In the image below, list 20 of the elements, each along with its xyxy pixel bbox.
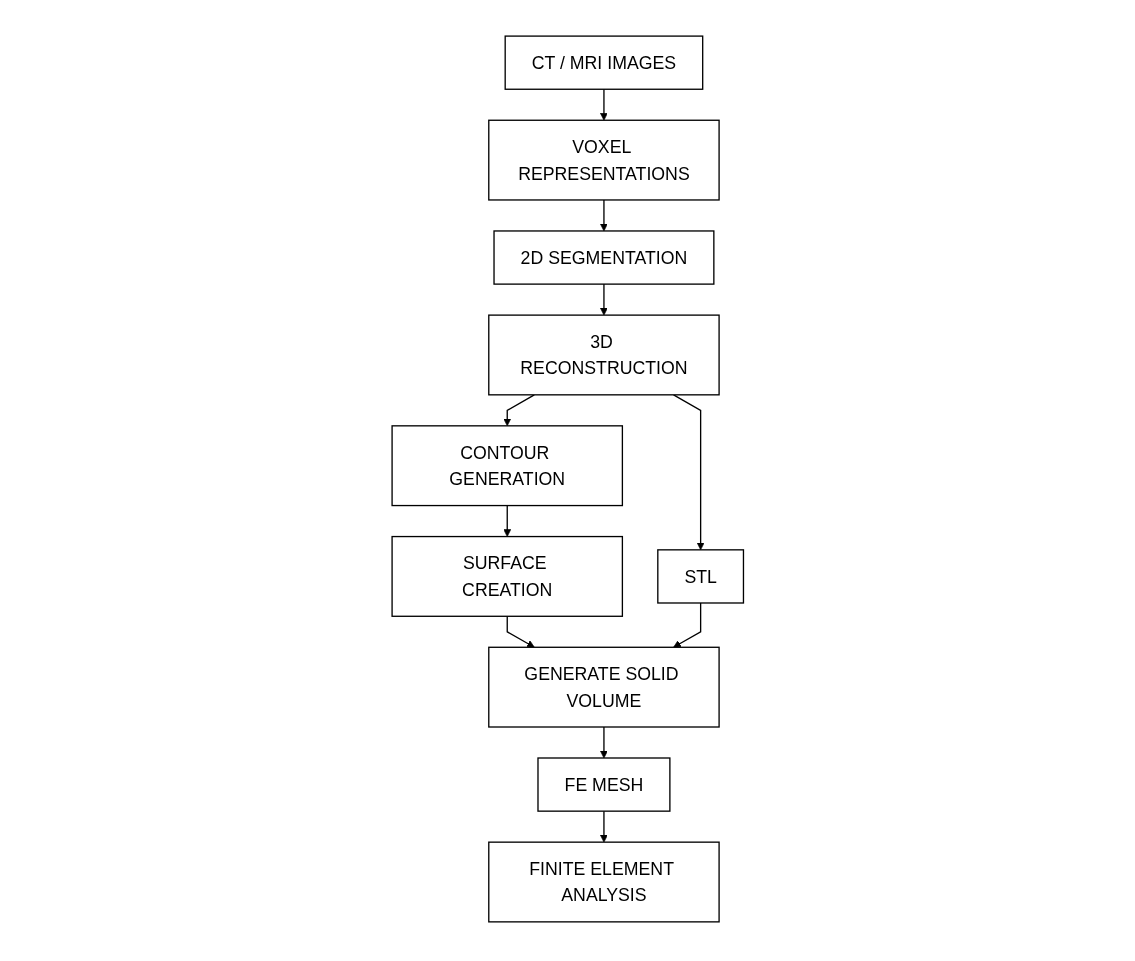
node-box: 2D SEGMENTATION — [493, 229, 715, 285]
arrow — [599, 198, 608, 231]
arrow — [672, 601, 702, 648]
node-box: SURFACE CREATION — [391, 535, 623, 617]
node-box: GENERATE SOLID VOLUME — [487, 646, 720, 728]
node-box: 3D RECONSTRUCTION — [487, 313, 720, 395]
node-box: STL — [656, 548, 744, 604]
arrow — [503, 393, 535, 426]
arrow — [672, 393, 705, 550]
node-box: CONTOUR GENERATION — [391, 424, 623, 506]
arrow — [599, 282, 608, 315]
node-box: FINITE ELEMENT ANALYSIS — [487, 841, 720, 923]
arrow — [506, 615, 535, 648]
arrow — [599, 88, 608, 121]
arrow — [599, 810, 608, 842]
arrow — [503, 504, 511, 537]
node-box: FE MESH — [537, 756, 671, 812]
node-box: VOXEL REPRESENTATIONS — [487, 119, 720, 201]
arrow — [599, 725, 608, 758]
node-box: CT / MRI IMAGES — [504, 34, 704, 90]
